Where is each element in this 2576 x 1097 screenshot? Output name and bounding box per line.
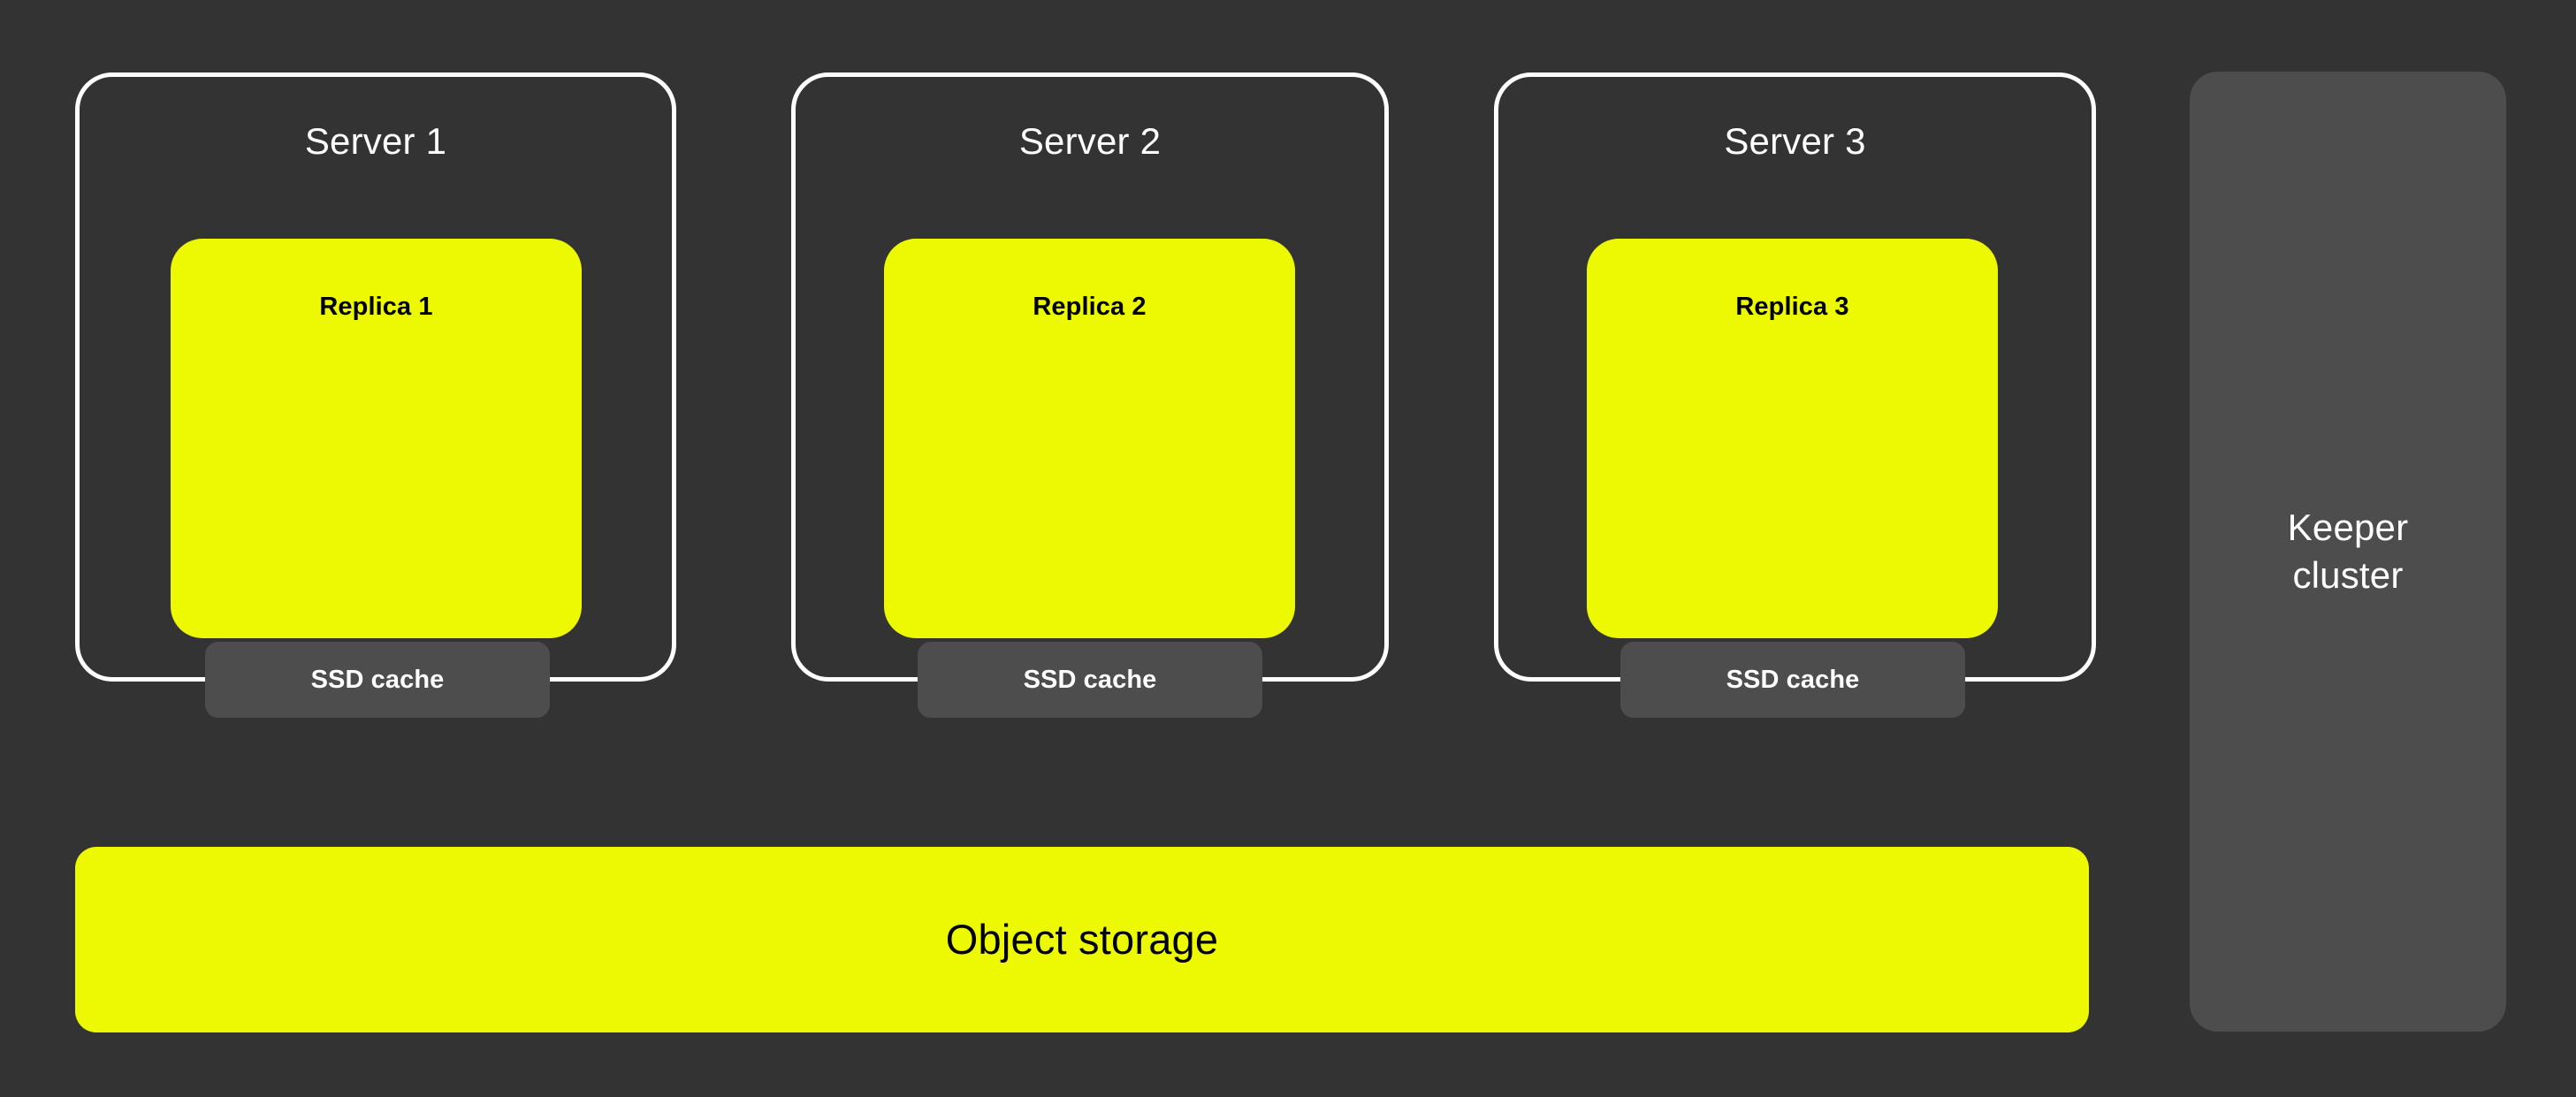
replica-label-3: Replica 3 (1735, 293, 1849, 321)
ssd-cache-label-1: SSD cache (310, 665, 445, 694)
ssd-cache-chip-1[interactable]: SSD cache (205, 642, 550, 718)
ssd-cache-label-2: SSD cache (1023, 665, 1157, 694)
keeper-cluster-block[interactable]: Keeper cluster (2190, 72, 2506, 1032)
server-title-1: Server 1 (304, 120, 447, 162)
keeper-cluster-label: Keeper cluster (2287, 507, 2409, 596)
server-title-2: Server 2 (1018, 120, 1162, 162)
replica-block-2[interactable]: Replica 2 (884, 239, 1295, 638)
ssd-cache-chip-3[interactable]: SSD cache (1620, 642, 1965, 718)
ssd-cache-label-3: SSD cache (1726, 665, 1860, 694)
server-title-3: Server 3 (1724, 120, 1866, 162)
object-storage-label: Object storage (945, 916, 1219, 964)
replica-label-1: Replica 1 (319, 293, 433, 321)
replica-block-1[interactable]: Replica 1 (171, 239, 582, 638)
replica-label-2: Replica 2 (1033, 293, 1147, 321)
replica-block-3[interactable]: Replica 3 (1587, 239, 1998, 638)
object-storage-block[interactable]: Object storage (75, 847, 2089, 1032)
ssd-cache-chip-2[interactable]: SSD cache (918, 642, 1262, 718)
